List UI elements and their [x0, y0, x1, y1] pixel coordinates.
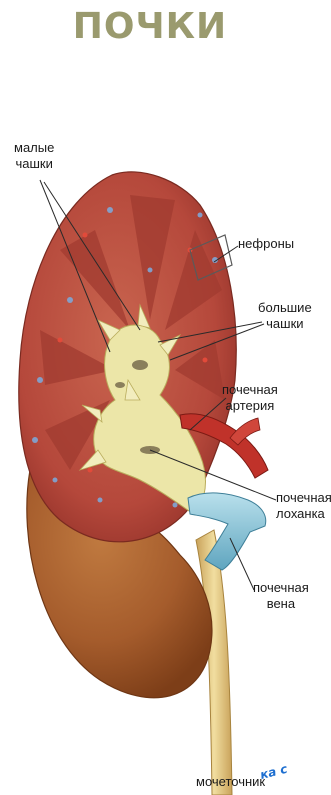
page-title: ПОЧКИ [0, 6, 300, 47]
label-renal-vein-line2: вена [253, 596, 309, 612]
label-nephrons: нефроны [238, 236, 294, 252]
label-renal-pelvis-line1: почечная [276, 490, 331, 506]
label-ureter: мочеточник [196, 774, 265, 790]
label-small-calyces-line2: чашки [14, 156, 54, 172]
label-renal-pelvis: почечная лоханка [276, 490, 331, 522]
label-small-calyces: малые чашки [14, 140, 54, 172]
label-renal-artery: почечная артерия [222, 382, 278, 414]
label-renal-artery-line1: почечная [222, 382, 278, 398]
label-renal-vein-line1: почечная [253, 580, 309, 596]
label-small-calyces-line1: малые [14, 140, 54, 156]
label-renal-artery-line2: артерия [222, 398, 278, 414]
label-large-calyces-line1: большие [258, 300, 312, 316]
label-renal-vein: почечная вена [253, 580, 309, 612]
label-large-calyces: большие чашки [258, 300, 312, 332]
label-renal-pelvis-line2: лоханка [276, 506, 331, 522]
label-large-calyces-line2: чашки [258, 316, 312, 332]
